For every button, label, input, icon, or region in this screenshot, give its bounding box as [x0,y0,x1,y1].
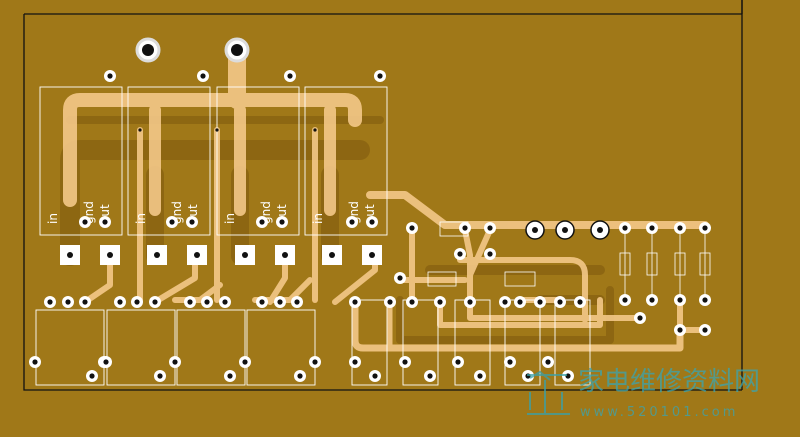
pad-drill [455,359,461,365]
pad-drill [89,373,95,379]
watermark-url: www.520101.com [580,405,738,420]
pad-drill [204,299,210,305]
pad-drill [545,359,551,365]
pad-drill [134,299,140,305]
pad-drill [117,299,123,305]
pad-drill [387,299,393,305]
pad-drill [487,251,493,257]
pad-drill [189,219,195,225]
regulator-4-in-label: in [311,213,325,224]
pad-drill [637,315,643,321]
pad-drill [259,219,265,225]
large-pad-drill [532,227,538,233]
vias [138,128,317,132]
pad-drill [507,359,513,365]
pad-drill [557,299,563,305]
regulator-1-in-label: in [46,213,60,224]
top-copper-layer [63,41,709,352]
pad-drill [222,299,228,305]
pad-drill [437,299,443,305]
pad-drill [677,327,683,333]
watermark-title: 家电维修资料网 [578,367,760,397]
pad-drill [477,373,483,379]
pad-drill [702,297,708,303]
regulator-2-in-label: in [134,213,148,224]
pad-drill [649,225,655,231]
mounting-holes [135,37,250,63]
pad-drill [297,373,303,379]
regulator-3-in-label: in [223,213,237,224]
pad-drill [65,299,71,305]
large-pad-drill [562,227,568,233]
pad-drill [287,73,293,79]
pad-drill [169,219,175,225]
pad-drill [259,299,265,305]
connector-footprints [35,299,591,386]
pad-drill [200,73,206,79]
pad-drill [279,219,285,225]
pad-drill [242,359,248,365]
pad-drill [107,73,113,79]
pad-drill [397,275,403,281]
pad-drill [82,219,88,225]
large-pad-drill [597,227,603,233]
pad-drill [172,359,178,365]
watermark-logo [527,370,570,415]
pad-drill [372,373,378,379]
round-pads [29,70,711,382]
pad-drill [349,219,355,225]
pad-drill [152,299,158,305]
pad-drill [312,359,318,365]
pad-drill [47,299,53,305]
pad-drill [649,297,655,303]
pad-drill [457,251,463,257]
pad-drill [352,299,358,305]
pad-drill [82,299,88,305]
pad-drill [377,73,383,79]
pad-drill [409,225,415,231]
pad-drill [157,373,163,379]
pad-drill [577,299,583,305]
pad-drill [402,359,408,365]
pad-drill [294,299,300,305]
pad-drill [277,299,283,305]
pad-drill [32,359,38,365]
pad-drill [517,299,523,305]
pad-drill [187,299,193,305]
pad-drill [369,219,375,225]
pad-drill [502,299,508,305]
watermark: 家电维修资料网 www.520101.com [527,367,760,420]
pad-drill [227,373,233,379]
pad-drill [677,225,683,231]
pad-drill [677,297,683,303]
pad-drill [409,299,415,305]
pad-drill [537,299,543,305]
pad-drill [462,225,468,231]
square-pads [60,245,382,265]
pad-drill [622,225,628,231]
pad-drill [102,219,108,225]
pad-drill [702,225,708,231]
regulator-footprints [39,86,388,236]
pad-drill [352,359,358,365]
pad-drill [103,359,109,365]
pad-drill [487,225,493,231]
pad-drill [427,373,433,379]
pad-drill [702,327,708,333]
pad-drill [467,299,473,305]
pad-drill [622,297,628,303]
